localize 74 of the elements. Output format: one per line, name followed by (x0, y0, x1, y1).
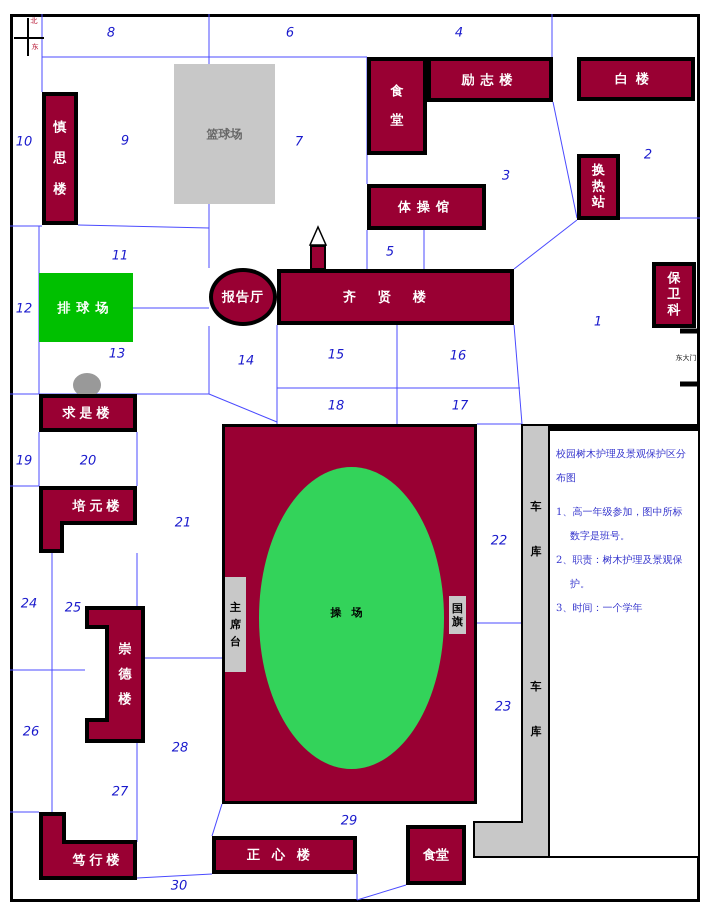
zone-number: 20 (80, 454, 96, 468)
zone-number: 26 (22, 724, 40, 740)
building-label: 正心楼 (247, 846, 322, 864)
zone-number: 30 (170, 878, 188, 894)
zone-number: 27 (112, 784, 128, 800)
tower-block (310, 245, 326, 270)
flag-stand (449, 596, 466, 634)
building-block (652, 262, 696, 328)
court-label: 排球场 (58, 300, 114, 316)
building-block (367, 57, 427, 155)
zone-number: 11 (112, 248, 128, 264)
building-label: 慎思楼 (54, 119, 66, 199)
building-block (277, 269, 514, 325)
zone-number: 4 (454, 26, 464, 40)
building-label: 换热站 (592, 163, 605, 211)
zone-number: 29 (340, 814, 358, 828)
zone-number: 3 (502, 168, 510, 184)
note-item: 2、职责：树木护理及景观保护。 (556, 554, 684, 592)
court-label: 篮球场 (206, 126, 242, 142)
building-block (577, 57, 695, 101)
flag-label: 国旗 (452, 602, 463, 628)
zone-number: 13 (108, 346, 126, 362)
building-label: 食堂 (423, 847, 449, 864)
notes-title: 校园树木护理及景观保护区分布图 (556, 448, 687, 486)
zone-number: 12 (16, 302, 32, 316)
grandstand-bar (225, 577, 246, 672)
note-item: 3、时间：一个学年 (556, 602, 644, 616)
zone-number: 25 (64, 600, 82, 616)
building-label: 崇德楼 (118, 641, 132, 709)
note-item: 1、高一年级参加，图中所标数字是班号。 (556, 506, 684, 544)
court-area (174, 64, 275, 204)
building-label: 体操馆 (398, 198, 455, 216)
track-field (222, 424, 477, 804)
zone-number: 23 (494, 700, 512, 714)
zone-number: 2 (644, 148, 652, 162)
zone-number: 17 (452, 398, 468, 414)
zone-number: 8 (106, 26, 116, 40)
building-label: 报告厅 (222, 288, 264, 306)
garage-label: 车库 (530, 679, 542, 740)
zone-number: 18 (328, 398, 344, 414)
building-label: 食堂 (390, 83, 404, 130)
building-block (212, 836, 357, 874)
zone-number: 9 (120, 134, 130, 148)
building-block (427, 57, 553, 102)
zone-number: 15 (328, 348, 344, 362)
notes-panel (548, 424, 700, 858)
court-area (39, 273, 133, 342)
zone-number: 10 (16, 134, 32, 150)
building-block (406, 825, 466, 885)
zone-number: 1 (594, 314, 602, 330)
zone-number: 19 (16, 454, 32, 468)
zone-number: 28 (172, 740, 188, 756)
building-label: 培元楼 (72, 498, 124, 514)
garage-label: 车库 (530, 499, 542, 560)
building-label: 励志楼 (462, 72, 518, 88)
zone-number: 6 (286, 26, 294, 40)
building-block (39, 394, 137, 432)
building-block (577, 154, 620, 220)
building-label: 求是楼 (62, 405, 114, 422)
building-label: 笃行楼 (72, 852, 124, 869)
zone-number: 14 (238, 354, 254, 368)
zone-number: 24 (20, 596, 38, 612)
building-label: 白楼 (615, 71, 657, 88)
zone-number: 21 (174, 516, 192, 530)
building-block (42, 92, 78, 225)
field-label: 操场 (330, 604, 372, 620)
building-label: 保卫科 (668, 271, 680, 319)
zone-number: 5 (386, 244, 394, 260)
grandstand-label: 主席台 (230, 600, 241, 650)
zone-number: 16 (450, 348, 466, 364)
zone-number: 22 (490, 534, 508, 548)
zone-number: 7 (294, 134, 304, 150)
building-label: 齐贤楼 (343, 288, 448, 306)
building-block (367, 184, 486, 230)
